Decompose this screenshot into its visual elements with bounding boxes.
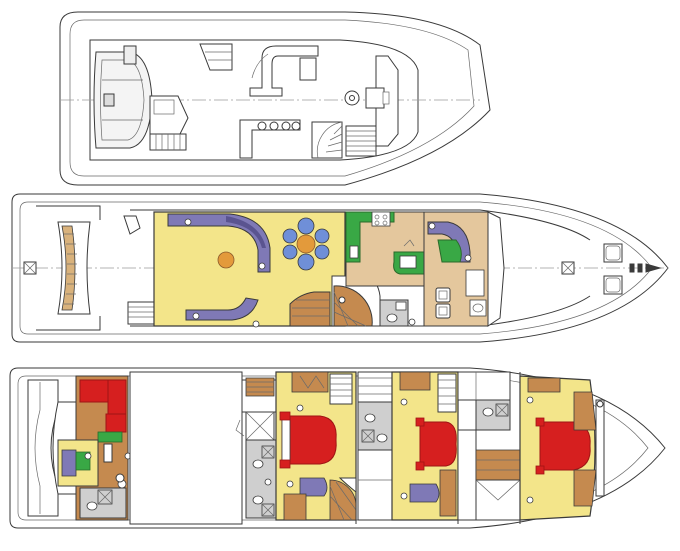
main-inner-hull — [19, 201, 653, 335]
galley-cooktop-icon — [371, 211, 391, 227]
tender-outboard-icon — [103, 93, 115, 107]
anchor-windlass — [645, 263, 662, 273]
fly-settee — [249, 45, 319, 97]
guest-cabin-1-bed — [419, 421, 457, 467]
crew-berth-upper — [79, 379, 109, 403]
guest-head-1 — [357, 401, 393, 451]
master-bed — [281, 415, 337, 465]
lower-deck — [9, 367, 666, 529]
engine-room — [129, 371, 243, 525]
salon-coffee-table — [217, 251, 235, 269]
salon-sofa-starboard — [167, 213, 271, 273]
salon-sofa-port — [185, 297, 259, 321]
day-head-sink-icon — [408, 318, 416, 326]
pilothouse-table — [437, 239, 462, 263]
main-spiral-stair — [289, 291, 331, 327]
tender-inner — [100, 59, 145, 141]
pilothouse-helm-console — [487, 211, 505, 327]
main-deck — [11, 193, 669, 343]
flybridge-deck — [59, 11, 491, 186]
crew-berth-starboard — [107, 379, 127, 415]
dining-table-set — [282, 217, 330, 271]
flybridge-inner-hull — [69, 19, 475, 177]
tender-dinghy — [93, 51, 153, 149]
flybridge-deck-edge — [89, 39, 419, 161]
helm-chairs — [435, 287, 451, 319]
fly-spiral-stair — [311, 121, 343, 159]
davit-crane — [123, 45, 137, 65]
